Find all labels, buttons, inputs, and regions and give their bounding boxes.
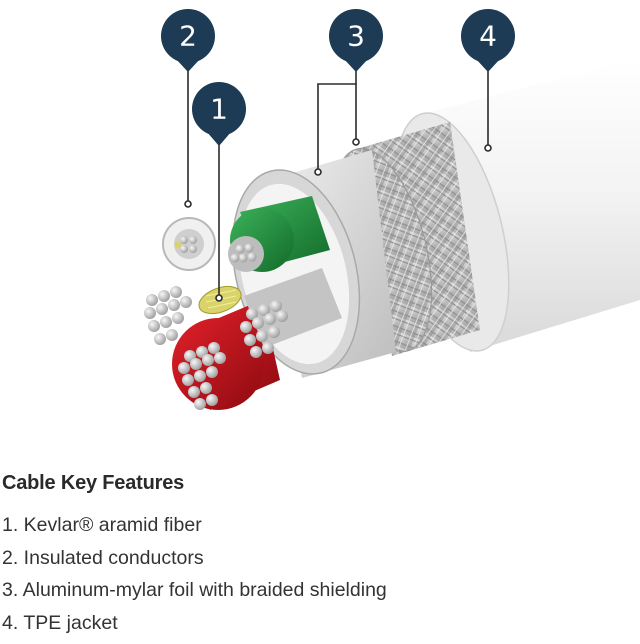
callout-2-label: 2 [179, 20, 197, 53]
green-insulated-conductor [228, 196, 330, 272]
feature-item-2: 2. Insulated conductors [2, 546, 204, 569]
red-conductor-strands [178, 342, 226, 410]
right-strand-bundle [240, 268, 342, 358]
features-list: 1. Kevlar® aramid fiber 2. Insulated con… [2, 509, 632, 639]
callout-3-label: 3 [347, 20, 365, 53]
features-title: Cable Key Features [2, 472, 185, 494]
callout-marker-1: 1 [192, 82, 246, 146]
feature-item-4: 4. TPE jacket [2, 611, 118, 634]
callout-1-label: 1 [210, 93, 228, 126]
white-insulated-conductor [162, 217, 216, 271]
cable-key-features: Cable Key Features 1. Kevlar® aramid fib… [2, 472, 632, 639]
callout-marker-2: 2 [161, 9, 215, 72]
callout-leaders [184, 64, 492, 302]
left-strand-bundle [144, 286, 192, 345]
callout-marker-4: 4 [461, 9, 515, 72]
red-insulated-conductor [172, 300, 280, 410]
feature-item-1: 1. Kevlar® aramid fiber [2, 514, 202, 536]
cable-cross-section-diagram: 1 2 3 4 [144, 9, 640, 410]
callout-marker-3: 3 [329, 9, 383, 72]
feature-item-3: 3. Aluminum-mylar foil with braided shie… [2, 579, 387, 601]
callout-4-label: 4 [479, 20, 497, 53]
leader-3 [317, 83, 357, 172]
